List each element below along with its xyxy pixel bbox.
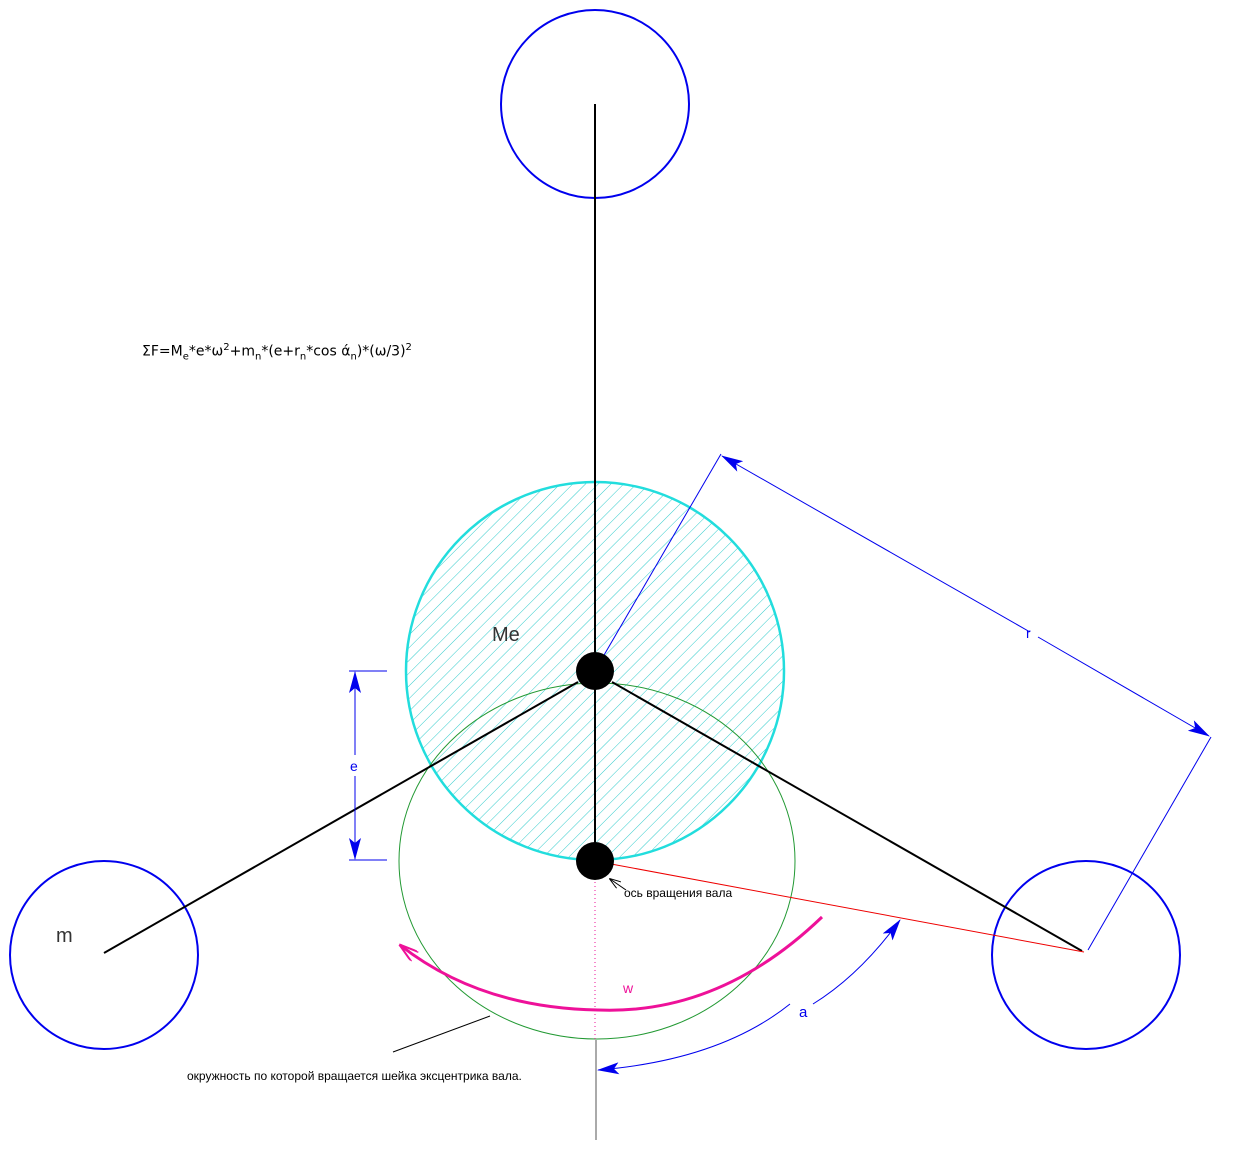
orbit-leader — [392, 1015, 491, 1053]
formula-part: )*(ω/3) — [356, 343, 406, 360]
rod-left — [103, 681, 579, 954]
force-formula: ΣF=Me*e*ω2+mn*(e+rn*cos άn)*(ω/3)2 — [142, 342, 412, 362]
formula-part: *cos ά — [306, 343, 351, 360]
alpha-arc — [812, 919, 901, 1005]
formula-sup: 2 — [405, 342, 412, 353]
r-extension-2 — [1087, 736, 1212, 951]
formula-sub: e — [182, 351, 189, 363]
formula-sub: n — [299, 351, 307, 363]
r-extension-1 — [599, 453, 722, 663]
radius-line — [594, 860, 1085, 953]
right-mass-circle — [991, 860, 1181, 1050]
label-alpha: a — [799, 1004, 808, 1021]
rotation-arrow — [400, 915, 824, 1012]
label-shaft-axis: ось вращения вала — [624, 886, 732, 900]
formula-sub: n — [350, 351, 357, 363]
formula-part: ΣF=M — [142, 343, 183, 360]
formula-part: +m — [229, 343, 255, 360]
formula-part: *(e+r — [261, 343, 300, 360]
shaft-axis-leader — [610, 879, 627, 891]
eccentric-center-dot — [576, 652, 614, 690]
label-w: w — [622, 980, 634, 996]
label-r: r — [1026, 625, 1031, 641]
r-dimension-line — [1037, 636, 1210, 737]
rod-right — [611, 681, 1083, 952]
r-dimension-line — [721, 455, 1031, 633]
label-me: Me — [492, 624, 520, 646]
left-mass-circle — [9, 860, 199, 1050]
formula-sub: n — [254, 351, 262, 363]
shaft-axis-dot — [576, 842, 614, 880]
alpha-arc — [597, 1003, 791, 1075]
label-e: e — [350, 758, 358, 774]
label-m: m — [56, 925, 73, 947]
formula-part: *e*ω — [188, 343, 224, 360]
label-eccentric-circle: окружность по которой вращается шейка эк… — [187, 1069, 522, 1083]
formula-sup: 2 — [223, 342, 230, 353]
